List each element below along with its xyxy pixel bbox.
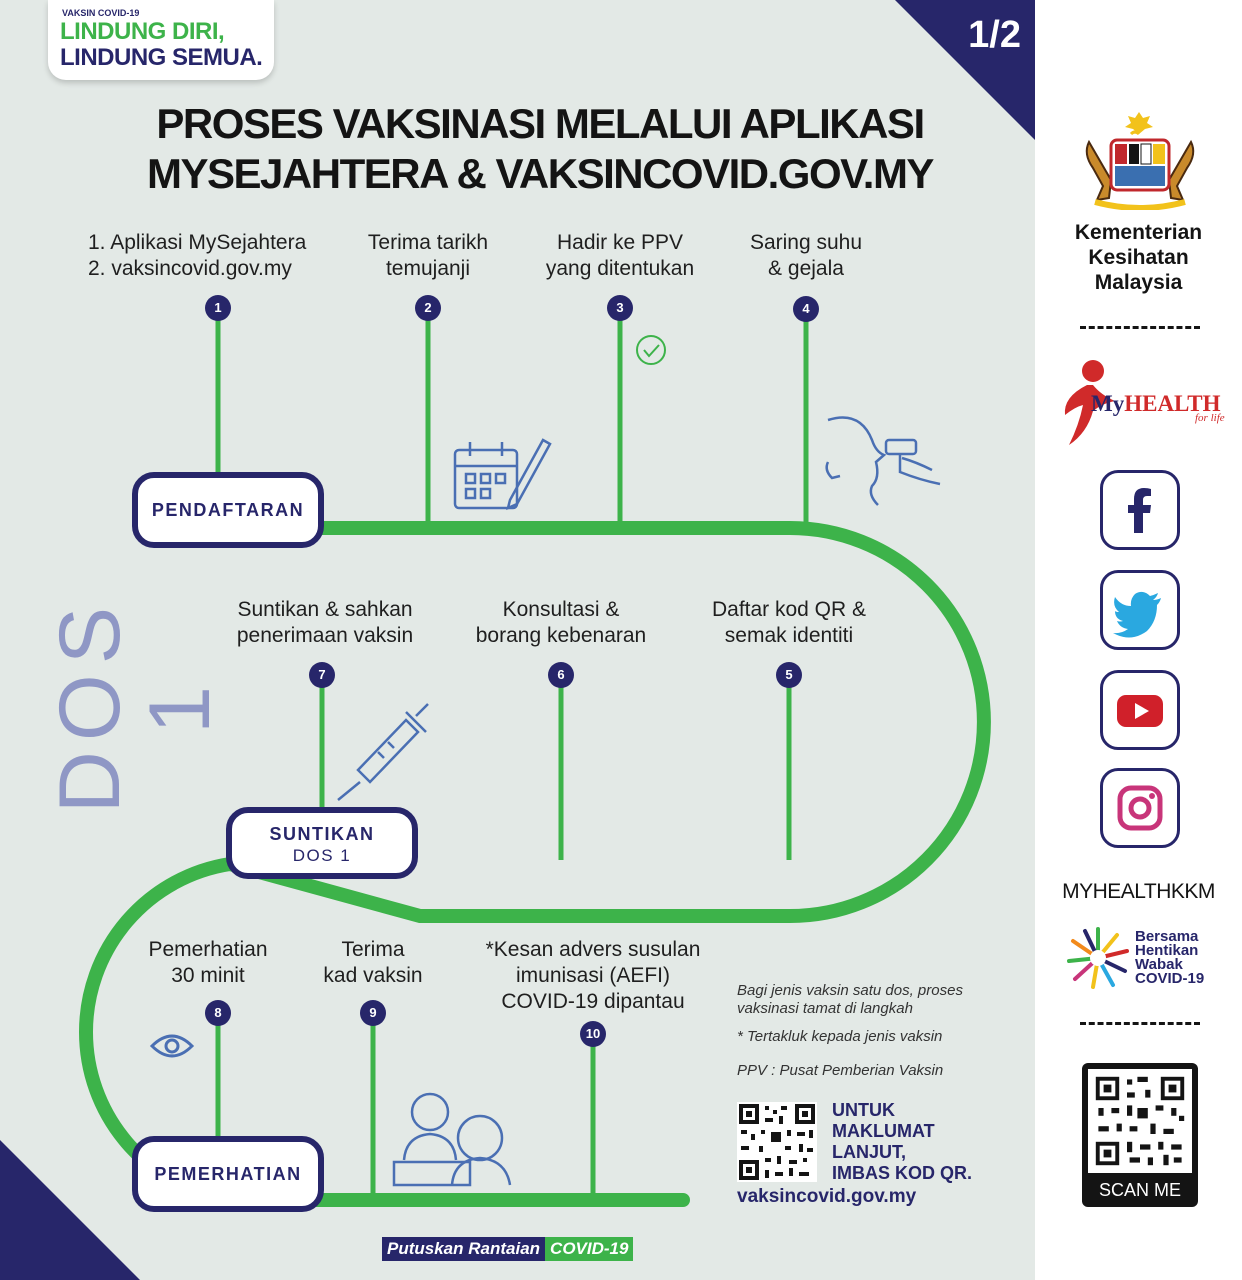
title-line-1: PROSES VAKSINASI MELALUI APLIKASI bbox=[156, 100, 925, 147]
myhealth-my: My bbox=[1091, 391, 1125, 416]
eye-icon bbox=[149, 1034, 195, 1058]
page-number: 1/2 bbox=[968, 14, 1021, 56]
stage-pemerhatian: PEMERHATIAN bbox=[132, 1136, 324, 1212]
tagline: Putuskan Rantaian COVID-19 bbox=[382, 1237, 634, 1261]
doctor-patient-icon bbox=[392, 1092, 512, 1187]
step-5-text: Daftar kod QR &semak identiti bbox=[711, 598, 867, 647]
badge-line-1: LINDUNG DIRI, bbox=[60, 18, 225, 45]
step-4-text: Saring suhu& gejala bbox=[749, 231, 863, 280]
step-number-10: 10 bbox=[580, 1021, 606, 1047]
twitter-button[interactable] bbox=[1100, 570, 1180, 650]
instagram-button[interactable] bbox=[1100, 768, 1180, 848]
corner-triangle-bottom-left bbox=[0, 1140, 140, 1280]
instagram-icon bbox=[1117, 785, 1163, 831]
path-main bbox=[79, 521, 991, 1207]
scan-qr-area bbox=[1088, 1069, 1192, 1173]
coat-of-arms-logo bbox=[1085, 112, 1195, 210]
stage-suntikan-sub: DOS 1 bbox=[292, 846, 352, 865]
website-link[interactable]: vaksincovid.gov.my bbox=[737, 1186, 917, 1207]
step-number-5: 5 bbox=[776, 662, 802, 688]
process-path bbox=[79, 310, 991, 1207]
scan-me-label: SCAN ME bbox=[1098, 1180, 1181, 1200]
qr-code-icon bbox=[737, 1102, 817, 1182]
step-number-6: 6 bbox=[548, 662, 574, 688]
step-number-9: 9 bbox=[360, 1000, 386, 1026]
calendar-edit-icon bbox=[453, 438, 552, 511]
divider-2 bbox=[1080, 1022, 1200, 1025]
bersama-text: Bersama Hentikan Wabak COVID-19 bbox=[1135, 928, 1205, 987]
title-line-2: MYSEJAHTERA & VAKSINCOVID.GOV.MY bbox=[147, 150, 934, 197]
twitter-icon bbox=[1113, 591, 1161, 638]
sidebar: Kementerian Kesihatan Malaysia MyHEALTH … bbox=[1035, 0, 1242, 1280]
myhealth-figure-logo bbox=[1064, 360, 1115, 445]
myhealth-sub: for life bbox=[1195, 412, 1225, 424]
step-number-7: 7 bbox=[309, 662, 335, 688]
social-handle: MYHEALTHKKM bbox=[1062, 880, 1215, 903]
tagline-part-1: Putuskan Rantaian bbox=[382, 1237, 546, 1261]
note-single-dose: Bagi jenis vaksin satu dos, proses vaksi… bbox=[737, 982, 963, 1017]
syringe-icon bbox=[337, 703, 429, 801]
scan-me-qr[interactable]: SCAN ME bbox=[1082, 1063, 1198, 1207]
scan-qr-icon bbox=[1095, 1076, 1185, 1166]
note-ppv: PPV : Pusat Pemberian Vaksin bbox=[737, 1062, 944, 1079]
step-number-4: 4 bbox=[793, 296, 819, 322]
check-circle-icon bbox=[636, 335, 666, 365]
stage-suntikan: SUNTIKAN DOS 1 bbox=[226, 807, 418, 879]
corner-triangle-top-right bbox=[895, 0, 1035, 140]
thermometer-scan-icon bbox=[825, 416, 941, 506]
facebook-icon bbox=[1128, 488, 1151, 533]
ministry-name: Kementerian Kesihatan Malaysia bbox=[1074, 221, 1203, 294]
infographic-poster: 1/2 VAKSIN COVID-19 LINDUNG DIRI, LINDUN… bbox=[0, 0, 1035, 1280]
youtube-button[interactable] bbox=[1100, 670, 1180, 750]
bersama-burst-logo bbox=[1067, 927, 1129, 989]
badge-small-text: VAKSIN COVID-19 bbox=[62, 8, 140, 18]
step-1-text: 1. Aplikasi MySejahtera 2. vaksincovid.g… bbox=[88, 231, 307, 280]
badge-line-2: LINDUNG SEMUA. bbox=[60, 44, 263, 71]
step-number-1: 1 bbox=[205, 295, 231, 321]
step-number-3: 3 bbox=[607, 295, 633, 321]
stage-suntikan-title: SUNTIKAN bbox=[269, 824, 375, 844]
step-6-text: Konsultasi &borang kebenaran bbox=[475, 598, 647, 647]
more-info-text: UNTUK MAKLUMAT LANJUT, IMBAS KOD QR. bbox=[832, 1100, 973, 1183]
facebook-button[interactable] bbox=[1100, 470, 1180, 550]
stage-pendaftaran: PENDAFTARAN bbox=[132, 472, 324, 548]
myhealth-logo-text: MyHEALTH bbox=[1091, 391, 1221, 417]
divider-1 bbox=[1080, 326, 1200, 329]
note-vaccine-type: * Tertakluk kepada jenis vaksin bbox=[737, 1028, 943, 1045]
step-number-8: 8 bbox=[205, 1000, 231, 1026]
campaign-badge: VAKSIN COVID-19 LINDUNG DIRI, LINDUNG SE… bbox=[48, 0, 274, 80]
tagline-part-2: COVID-19 bbox=[545, 1237, 634, 1261]
myhealth-health: HEALTH bbox=[1124, 391, 1221, 416]
youtube-icon bbox=[1117, 695, 1163, 727]
step-number-2: 2 bbox=[415, 295, 441, 321]
